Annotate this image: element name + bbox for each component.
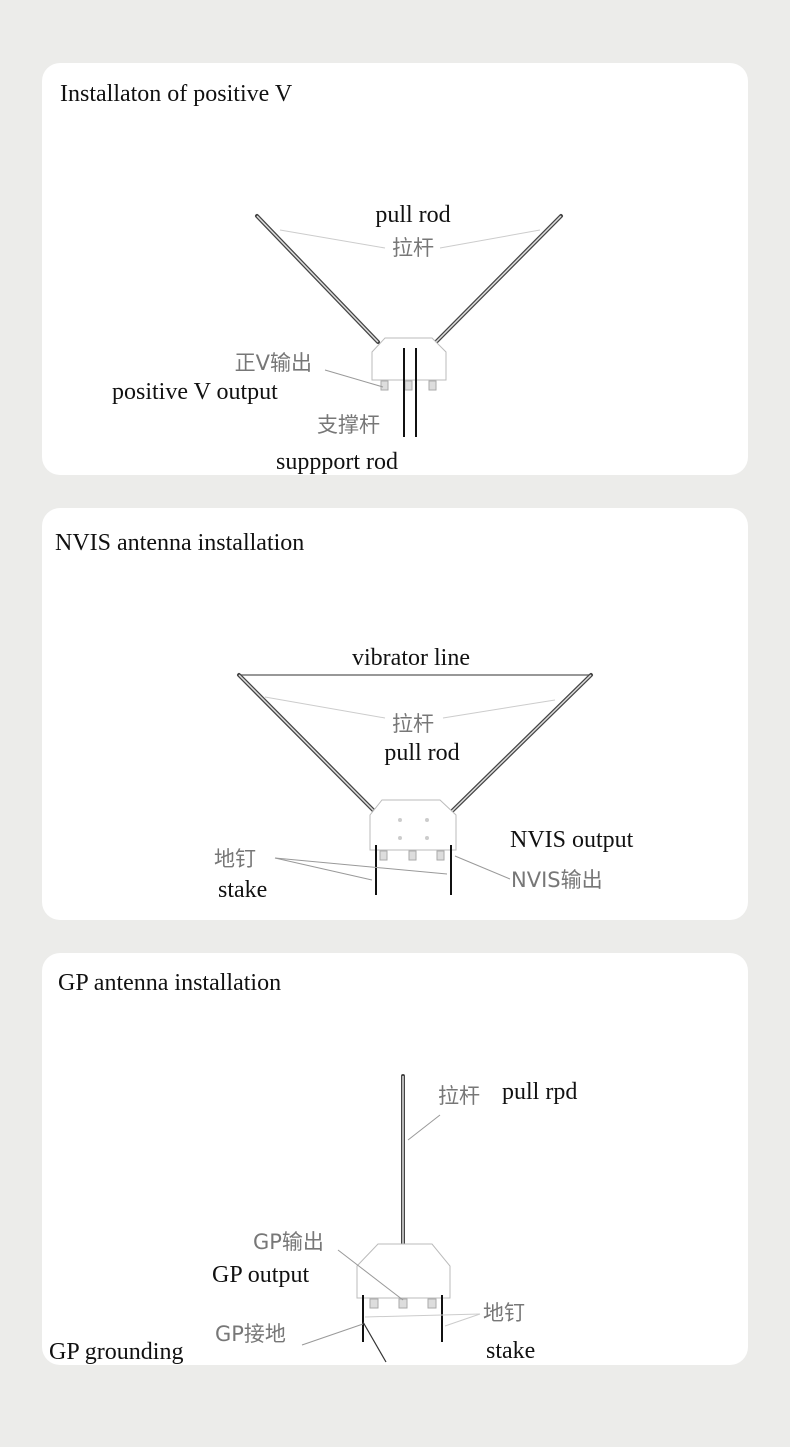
antenna-base xyxy=(369,799,457,851)
label-output: NVIS output xyxy=(510,827,634,853)
label-output-zh: 正V输出 xyxy=(235,351,312,375)
ground-wire xyxy=(362,1321,387,1363)
label-output: positive V output xyxy=(112,379,278,405)
label-pull-rod-zh: 拉杆 xyxy=(392,236,434,260)
gp-diagram: GP antenna installation 拉杆 pull rpd GP输出… xyxy=(49,970,577,1365)
panel-title: GP antenna installation xyxy=(58,970,281,996)
positive-v-diagram: Installaton of positive V pull rod 拉杆 正V… xyxy=(60,81,563,475)
label-output-zh: NVIS输出 xyxy=(511,868,603,892)
panel-positive-v xyxy=(42,63,748,475)
panel-nvis xyxy=(42,508,748,920)
nvis-diagram: NVIS antenna installation vibrator line … xyxy=(55,530,634,903)
label-stake: stake xyxy=(486,1338,535,1364)
label-pull-rod: pull rod xyxy=(375,202,450,228)
label-pull-rod: pull rpd xyxy=(502,1079,577,1105)
label-ground: GP grounding xyxy=(49,1339,183,1365)
label-ground-zh: GP接地 xyxy=(215,1322,286,1346)
label-stake-zh: 地钉 xyxy=(483,1301,525,1325)
antenna-base xyxy=(356,1243,451,1299)
label-vibrator-line: vibrator line xyxy=(352,645,470,671)
label-stake: stake xyxy=(218,877,267,903)
antenna-base xyxy=(371,337,447,381)
panel-title: Installaton of positive V xyxy=(60,81,293,107)
label-support-zh: 支撑杆 xyxy=(317,413,380,437)
label-output: GP output xyxy=(212,1262,309,1288)
panel-title: NVIS antenna installation xyxy=(55,530,304,556)
label-pull-rod: pull rod xyxy=(384,740,459,766)
label-stake-zh: 地钉 xyxy=(214,847,256,871)
label-support: suppport rod xyxy=(276,449,398,475)
label-pull-rod-zh: 拉杆 xyxy=(392,712,434,736)
label-pull-rod-zh: 拉杆 xyxy=(438,1084,480,1108)
label-output-zh: GP输出 xyxy=(253,1230,324,1254)
